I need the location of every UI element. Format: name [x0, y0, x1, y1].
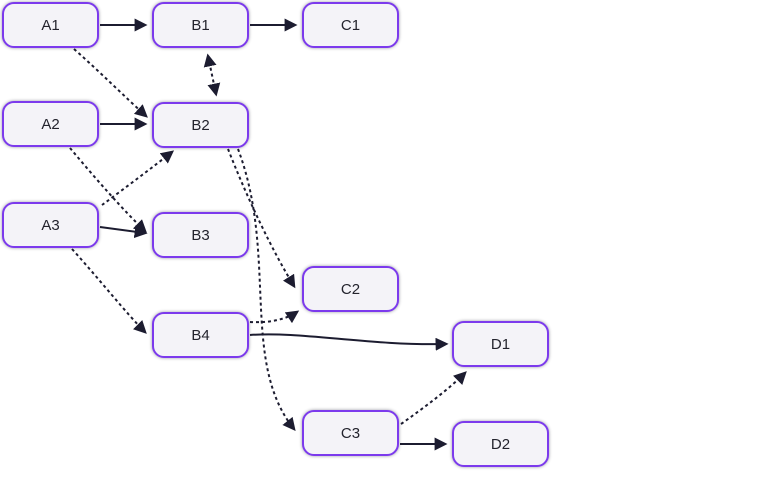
node-label: A2 [41, 115, 60, 133]
node-c1: C1 [302, 2, 399, 48]
node-b3: B3 [152, 212, 249, 258]
node-label: B3 [191, 226, 210, 244]
edge-b2-c2 [227, 148, 296, 289]
node-a1: A1 [2, 2, 99, 48]
node-b4: B4 [152, 312, 249, 358]
node-b1: B1 [152, 2, 249, 48]
node-label: B4 [191, 326, 210, 344]
node-label: D2 [490, 435, 511, 453]
node-a3: A3 [2, 202, 99, 248]
edge-b4-d1 [249, 333, 449, 351]
node-b2: B2 [152, 102, 249, 148]
node-label: C3 [340, 424, 361, 442]
node-c2: C2 [302, 266, 399, 312]
node-d1: D1 [452, 321, 549, 367]
edge-b1-b2 [203, 53, 221, 97]
node-a2: A2 [2, 101, 99, 147]
edge-a3-b4 [71, 248, 147, 334]
edge-b4-c2 [249, 310, 300, 324]
node-label: C1 [340, 16, 361, 34]
node-label: A3 [41, 216, 60, 234]
node-d2: D2 [452, 421, 549, 467]
edge-a2-b3 [69, 147, 147, 233]
node-label: C2 [340, 280, 361, 298]
node-c3: C3 [302, 410, 399, 456]
edge-a3-b3 [99, 225, 148, 239]
edge-a3-b2 [101, 150, 175, 206]
node-label: B1 [191, 16, 210, 34]
node-label: B2 [191, 116, 210, 134]
edge-b2-c3 [237, 148, 296, 432]
node-label: A1 [41, 16, 60, 34]
node-label: D1 [490, 335, 511, 353]
edge-c3-d1 [400, 371, 467, 425]
